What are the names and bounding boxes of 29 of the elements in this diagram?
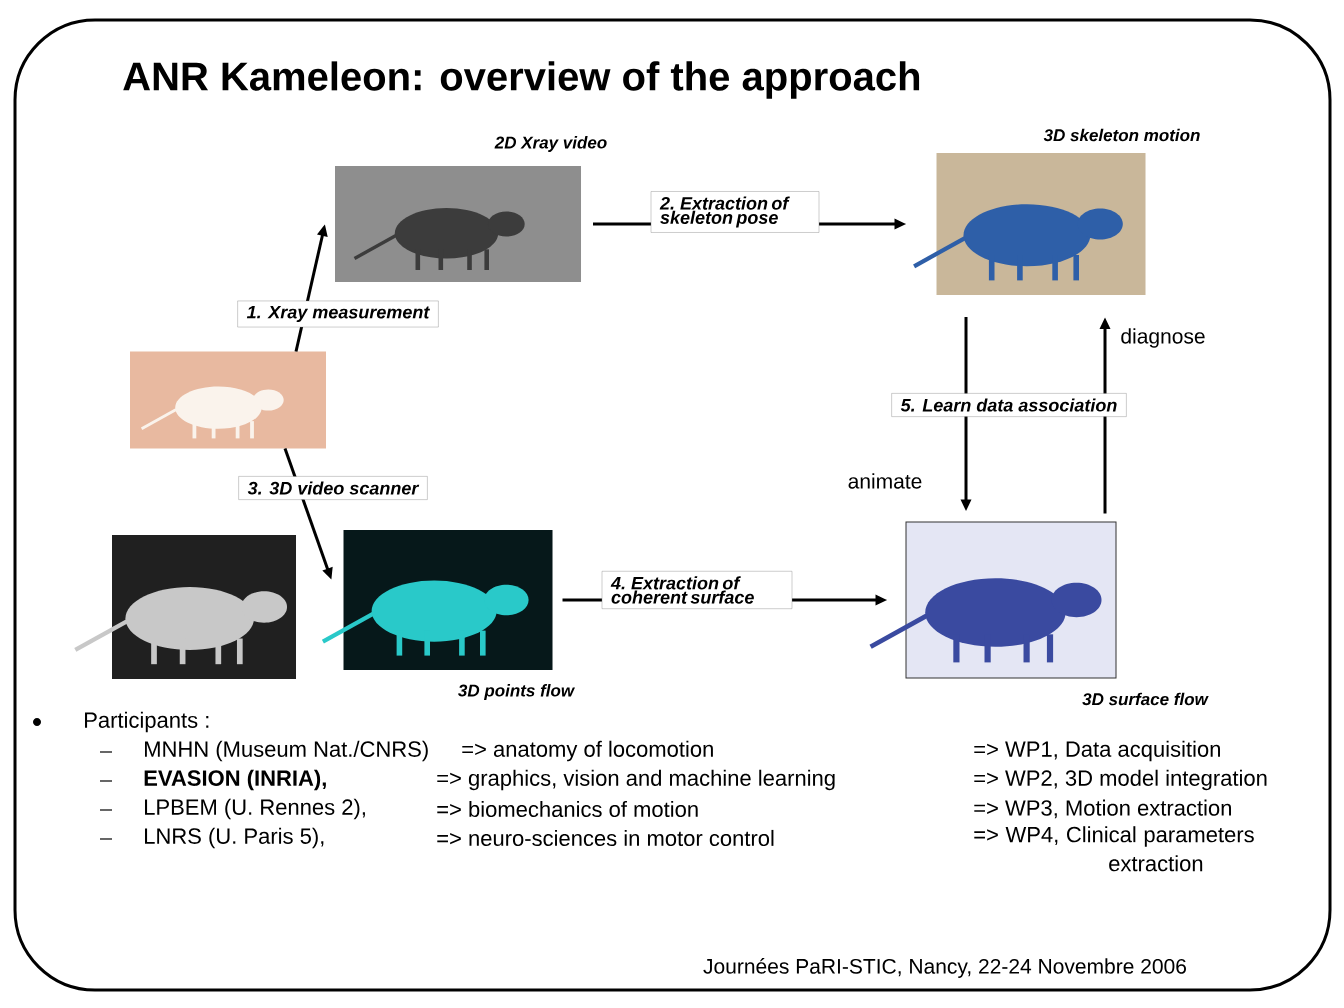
list-text: LNRS (U. Paris 5), xyxy=(145,827,324,849)
list-text: EVASION (INRIA), xyxy=(144,769,326,791)
list-text: LPBEM (U. Rennes 2), xyxy=(145,798,365,820)
step-label-box: 5. Learn data association xyxy=(891,393,1127,417)
rat-picture-drawing xyxy=(869,521,1117,679)
list-text: MNHN (Museum Nat./CNRS) xyxy=(145,740,428,762)
step-label-box: 4. Extraction of coherent surface xyxy=(601,571,793,609)
list-text: => WP4, Clinical parameters extraction xyxy=(974,826,1254,872)
edge-label: animate xyxy=(848,473,922,489)
picture-caption: 2D Xray video xyxy=(494,136,607,152)
step-label-box: 2. Extraction of skeleton pose xyxy=(650,191,820,233)
list-text: => biomechanics of motion xyxy=(437,800,698,818)
rat-picture-drawing xyxy=(74,535,296,679)
picture-caption: 3D skeleton motion xyxy=(1043,128,1200,142)
rat-picture-drawing xyxy=(913,153,1146,295)
list-text: => neuro-sciences in motor control xyxy=(437,829,774,847)
list-text: => WP2, 3D model integration xyxy=(974,769,1267,791)
title: ANR Kameleon: overview of the approach xyxy=(123,61,920,99)
picture-caption: 3D surface flow xyxy=(1082,692,1209,706)
list-text: => graphics, vision and machine learning xyxy=(437,769,835,791)
rat-picture-drawing xyxy=(335,166,581,282)
edge-label: diagnose xyxy=(1121,328,1205,348)
list-text: => WP3, Motion extraction xyxy=(974,799,1231,819)
step-label-box: 3. 3D video scanner xyxy=(238,476,428,500)
rat-picture-drawing xyxy=(130,351,326,449)
picture-caption: 3D points flow xyxy=(458,684,575,700)
footer-text: Journées PaRI-STIC, Nancy, 22-24 Novembre 2006 xyxy=(703,958,1186,978)
rat-picture-drawing xyxy=(321,530,553,670)
step-label-box: 1. Xray measurement xyxy=(237,300,439,328)
